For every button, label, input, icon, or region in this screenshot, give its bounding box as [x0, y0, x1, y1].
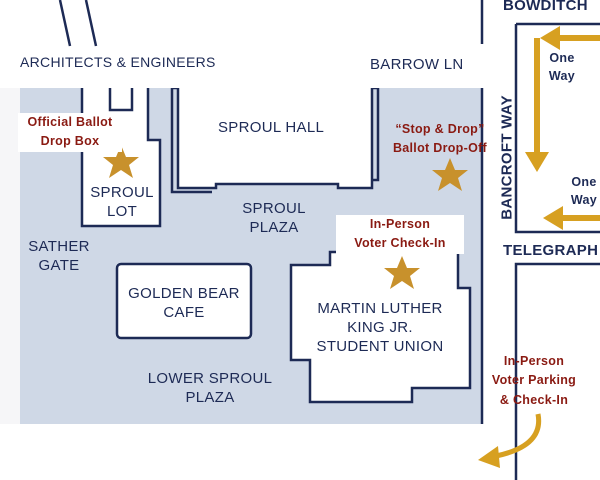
note-parking: In-Person Voter Parking & Check-In	[491, 354, 577, 407]
one-way-arrowheads	[525, 26, 563, 230]
curved-arrow-icon	[478, 413, 542, 468]
area-label-sproul-plaza: SPROUL PLAZA	[242, 200, 306, 236]
street-label-bowditch: BOWDITCH	[503, 0, 588, 14]
building-label-sproul-hall: SPROUL HALL	[218, 119, 325, 136]
top-strip	[0, 0, 600, 88]
area-label-lower-sproul: LOWER SPROUL PLAZA	[147, 370, 273, 406]
street-block-top	[480, 0, 600, 44]
map-stars	[103, 145, 468, 289]
building-label-student-union: MARTIN LUTHER KING JR. STUDENT UNION	[316, 300, 444, 355]
note-stop-drop: “Stop & Drop” Ballot Drop-Off	[392, 122, 488, 156]
sproul-hall-outline	[176, 82, 374, 190]
street-label-barrow: BARROW LN	[370, 56, 464, 73]
street-block-south	[514, 262, 600, 480]
one-way-label-1: One Way	[548, 51, 576, 84]
one-way-label-2: One Way	[570, 175, 598, 208]
star-icon[interactable]	[432, 158, 468, 191]
architects-lines	[58, 0, 98, 47]
note-check-in: In-Person Voter Check-In	[336, 215, 464, 254]
building-label-golden-bear: GOLDEN BEAR CAFE	[128, 285, 240, 321]
star-icon[interactable]	[103, 145, 139, 178]
street-label-telegraph: TELEGRAPH	[503, 242, 599, 259]
building-label-architects: ARCHITECTS & ENGINEERS	[20, 54, 216, 70]
building-label-sproul-lot: SPROUL LOT	[90, 184, 154, 220]
street-label-bancroft: BANCROFT WAY	[498, 95, 516, 220]
star-icon[interactable]	[384, 256, 420, 289]
golden-bear-outline	[115, 262, 253, 340]
note-drop-box: Official Ballot Drop Box	[18, 113, 122, 152]
area-label-sather-gate: SATHER GATE	[28, 238, 90, 274]
bottom-strip	[0, 424, 600, 480]
street-block-north	[514, 24, 600, 234]
